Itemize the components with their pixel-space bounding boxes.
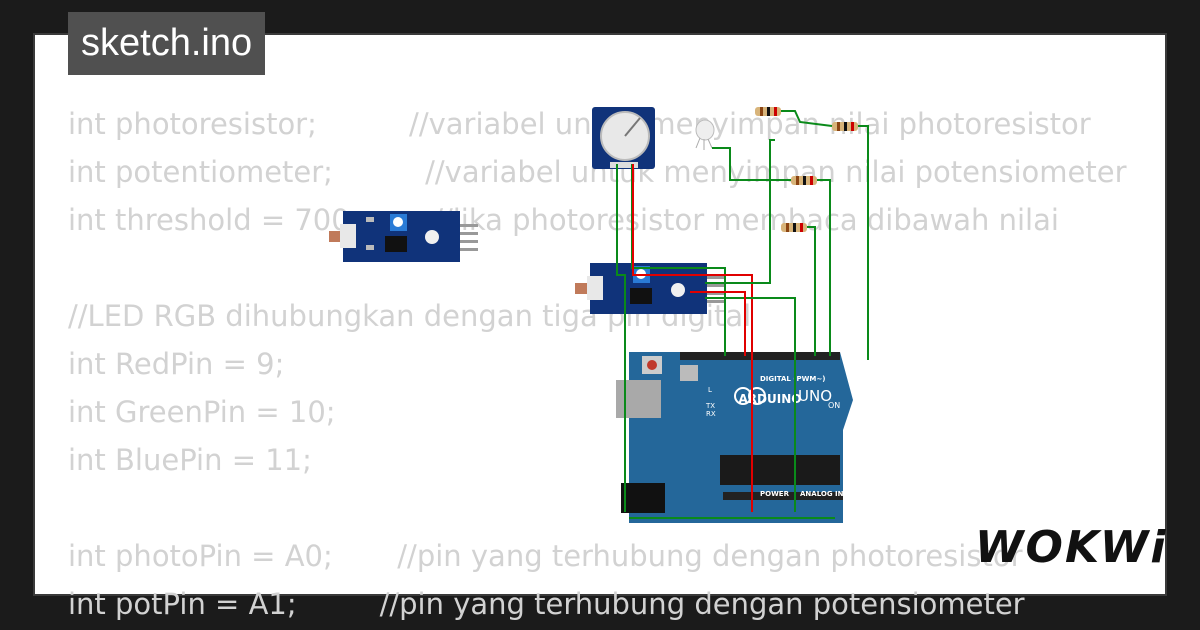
arduino-brand-label: ARDUINO (739, 392, 802, 406)
resistors[interactable] (755, 107, 858, 232)
code-line: int GreenPin = 10; (68, 395, 336, 429)
analog-label: ANALOG IN (800, 490, 844, 498)
tx-label: TX (705, 402, 715, 410)
wires (616, 110, 869, 519)
potentiometer[interactable] (592, 107, 655, 169)
code-line: int photoPin = A0; //pin yang terhubung … (68, 539, 1023, 573)
rgb-led[interactable] (695, 119, 715, 150)
rx-label: RX (706, 410, 716, 418)
code-line: int RedPin = 9; (68, 347, 285, 381)
arduino-model-label: UNO (798, 387, 832, 405)
light-sensor-module-2[interactable] (575, 263, 725, 314)
arduino-uno-board[interactable]: ARDUINO UNO ON TX RX L DIGITAL (PWM~) PO… (616, 352, 853, 523)
l-label: L (708, 386, 712, 394)
on-label: ON (828, 401, 840, 410)
code-line: int threshold = 700; //jika photoresisto… (68, 203, 1059, 237)
code-preview: int photoresistor; //variabel untuk meny… (68, 100, 1127, 628)
digital-label: DIGITAL (PWM~) (760, 375, 825, 383)
wokwi-logo: WOKWi (975, 522, 1168, 573)
file-tab[interactable]: sketch.ino (68, 12, 266, 75)
code-line: int photoresistor; //variabel untuk meny… (68, 107, 1091, 141)
light-sensor-module-1[interactable] (329, 211, 478, 262)
power-label: POWER (760, 490, 790, 498)
code-line: int potentiometer; //variabel untuk meny… (68, 155, 1127, 189)
code-line: int BluePin = 11; (68, 443, 312, 477)
code-line: int potPin = A1; //pin yang terhubung de… (68, 587, 1025, 621)
code-line: //LED RGB dihubungkan dengan tiga pin di… (68, 299, 752, 333)
